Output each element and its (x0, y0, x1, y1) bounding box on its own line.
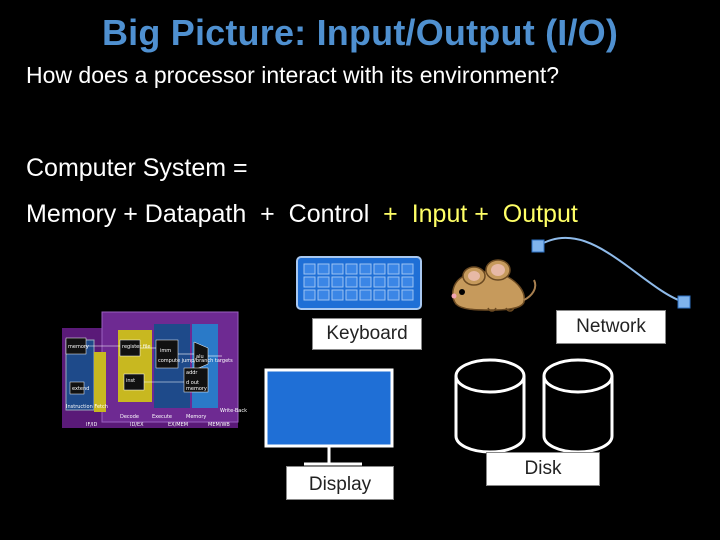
datapath-box-label: imm (160, 348, 171, 354)
keyboard-key (345, 276, 358, 288)
keyboard-key (303, 263, 316, 275)
datapath-stage-label: Write-Back (220, 408, 247, 414)
equation-line-1: Computer System = (26, 154, 248, 182)
keyboard-key (331, 263, 344, 275)
datapath-pipeline-register-label: ID/EX (130, 422, 144, 428)
datapath-box-label: register file (122, 344, 151, 350)
disk-label: Disk (486, 452, 600, 486)
datapath-box-label: inst (126, 378, 135, 384)
keyboard-key (387, 289, 400, 301)
datapath-box-label: memory (68, 344, 89, 350)
display-label: Display (286, 466, 394, 500)
keyboard-key (317, 276, 330, 288)
datapath-box-label: alu (196, 354, 204, 360)
keyboard-key (401, 263, 414, 275)
network-label: Network (556, 310, 666, 344)
keyboard-key (373, 289, 386, 301)
equation-plus-1: + (260, 200, 275, 228)
slide-title: Big Picture: Input/Output (I/O) (101, 12, 619, 53)
datapath-pipeline-register-label: IF/ID (86, 422, 98, 428)
datapath-stage-label: Instruction Fetch (66, 404, 108, 410)
keyboard-key (303, 276, 316, 288)
keyboard-key (373, 263, 386, 275)
equation-line-2: Memory + Datapath + Control + Input + Ou… (26, 200, 578, 229)
equation-memory-datapath: Memory + Datapath (26, 200, 247, 228)
keyboard-key (345, 289, 358, 301)
equation-control: Control (288, 200, 370, 228)
datapath-box-label: memory (186, 386, 207, 392)
equation-output: Output (502, 200, 578, 228)
mouse-icon (451, 259, 537, 312)
keyboard-icon (296, 256, 422, 310)
keyboard-key (373, 276, 386, 288)
datapath-box-label: extend (72, 386, 89, 392)
keyboard-key (317, 289, 330, 301)
slide-subtitle: How does a processor interact with its e… (26, 62, 560, 88)
keyboard-key (359, 289, 372, 301)
datapath-pipeline-register-label: EX/MEM (168, 422, 188, 428)
network-cable-icon (531, 236, 691, 309)
keyboard-key (359, 276, 372, 288)
display-monitor-icon (264, 368, 394, 466)
keyboard-label: Keyboard (312, 318, 422, 350)
datapath-box-label: compute jump/branch targets (158, 358, 233, 364)
keyboard-key (317, 263, 330, 275)
datapath-box-label: d out (186, 380, 199, 386)
equation-input: Input + (411, 200, 489, 228)
keyboard-key (401, 289, 414, 301)
datapath-pipeline-register-label: MEM/WB (208, 422, 230, 428)
datapath-stage-label: Memory (186, 414, 206, 420)
datapath-stage-label: Execute (152, 414, 172, 420)
datapath-box-label: addr (186, 370, 198, 376)
keyboard-key (401, 276, 414, 288)
keyboard-key (303, 289, 316, 301)
datapath-stage-label: Decode (120, 414, 139, 420)
keyboard-key (331, 289, 344, 301)
keyboard-key (387, 263, 400, 275)
disk-icon (454, 358, 614, 454)
keyboard-key (387, 276, 400, 288)
keyboard-key (345, 263, 358, 275)
keyboard-key (359, 263, 372, 275)
equation-plus-2: + (383, 200, 398, 228)
keyboard-key (331, 276, 344, 288)
